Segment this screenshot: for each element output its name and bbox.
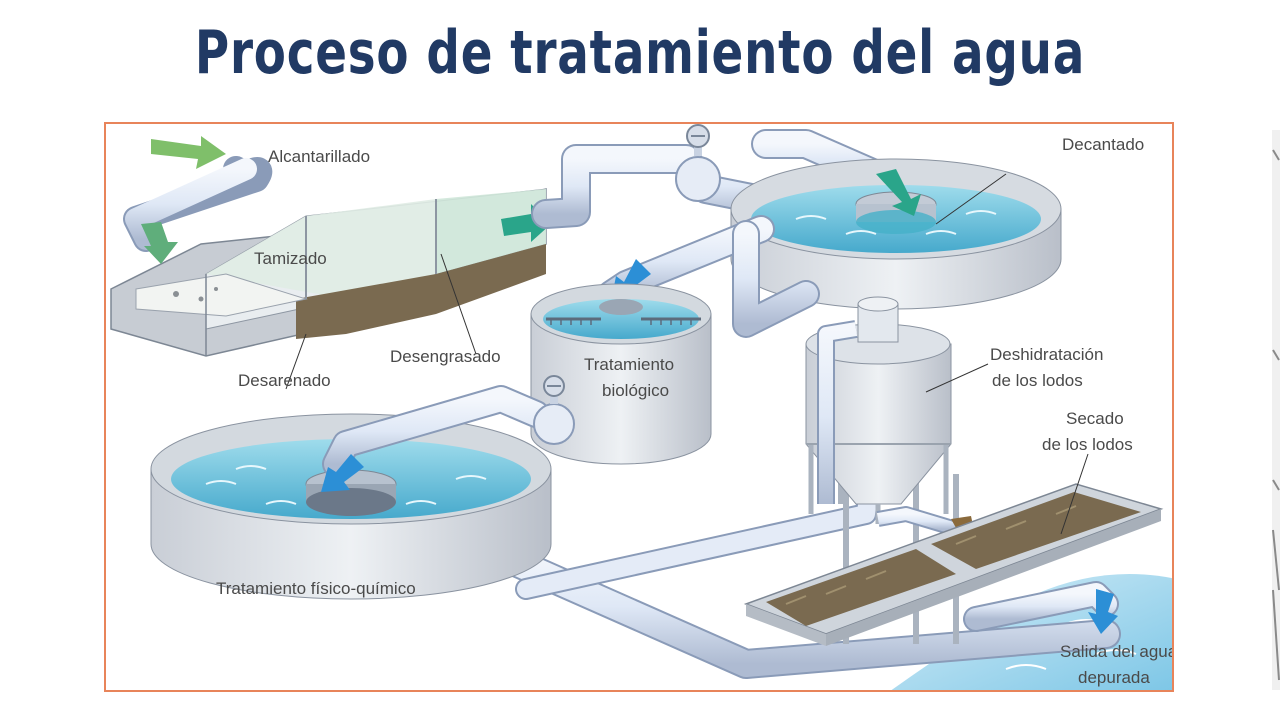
sludge-drying-beds [743, 483, 1164, 646]
pipe-to-physico-chemical [322, 385, 550, 478]
label-alcantarillado: Alcantarillado [268, 147, 370, 166]
label-desarenado: Desarenado [238, 371, 331, 390]
inlet-arrow-icon [151, 136, 226, 169]
main-outlet-pipe [471, 323, 1121, 679]
pretreatment-channel [110, 188, 547, 357]
label-tratamiento-biologico-2: biológico [602, 381, 669, 400]
adjacent-image-edge [1268, 130, 1280, 690]
label-deshidratacion-1: Deshidratación [990, 345, 1103, 364]
valve-icon [533, 375, 575, 445]
label-tratamiento-biologico-1: Tratamiento [584, 355, 674, 374]
label-deshidratacion-2: de los lodos [992, 371, 1083, 390]
label-desengrasado: Desengrasado [390, 347, 501, 366]
sewer-down-arrow-icon [141, 222, 178, 264]
leader-lines [285, 173, 1089, 535]
label-salida-1: Salida del agua [1060, 642, 1174, 661]
label-salida-2: depurada [1078, 668, 1150, 687]
label-fisico-quimico: Tratamiento físico-químico [216, 579, 416, 598]
biological-treatment-tank [530, 283, 712, 465]
outlet-arrow-icon [1088, 589, 1118, 634]
label-tamizado: Tamizado [254, 249, 327, 268]
valve-icon [675, 124, 721, 202]
physico-chemical-in-arrow-icon [321, 454, 364, 492]
clarifier-in-arrow-icon [876, 169, 921, 216]
slide-title: Proceso de tratamiento del agua [194, 18, 1086, 88]
label-decantado: Decantado [1062, 135, 1144, 154]
sewer-inlet-pipe [123, 156, 273, 252]
label-secado-1: Secado [1066, 409, 1124, 428]
label-secado-2: de los lodos [1042, 435, 1133, 454]
water-treatment-diagram: Alcantarillado Tamizado Desarenado Desen… [104, 122, 1174, 692]
